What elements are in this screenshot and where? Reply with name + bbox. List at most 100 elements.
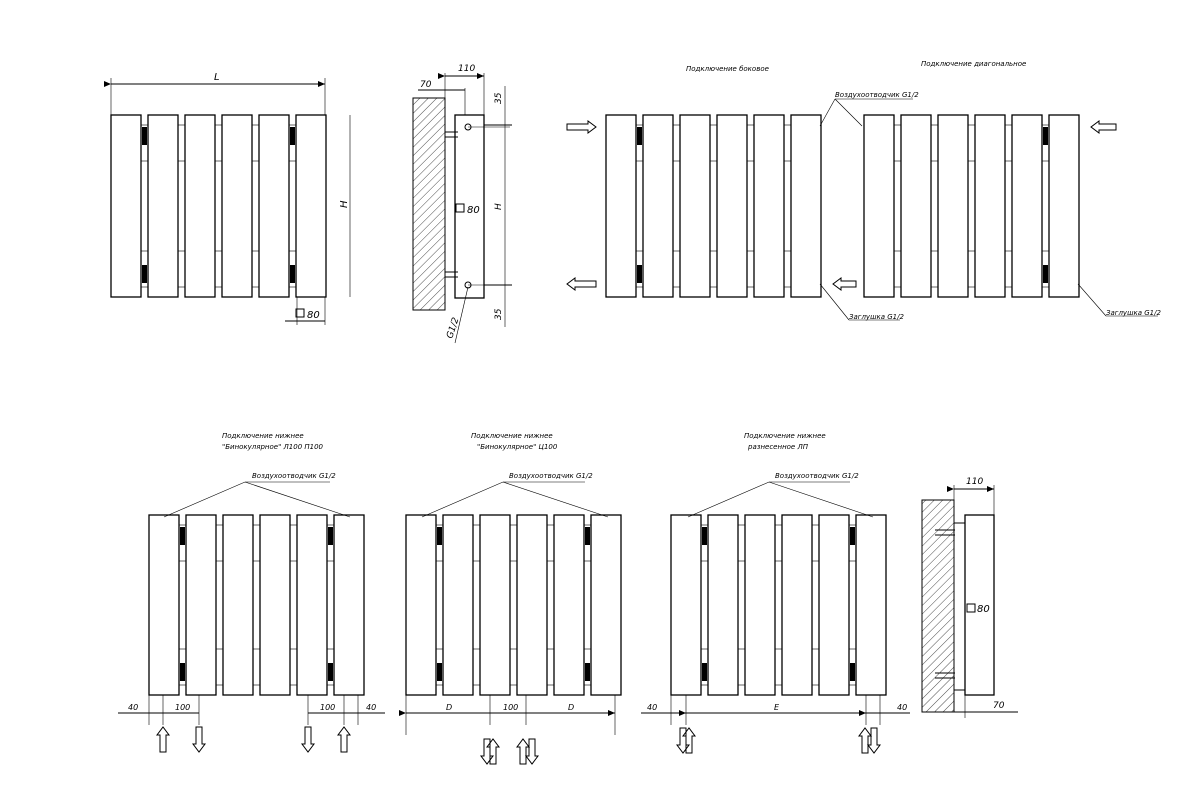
dim-70-label: 70 xyxy=(420,80,432,90)
flow-arrow-up xyxy=(858,727,872,754)
port-marker xyxy=(328,663,333,681)
radiator-section xyxy=(296,514,328,696)
bottom-3-title-line2: разнесенное ЛП xyxy=(747,443,809,451)
radiator-section xyxy=(222,514,254,696)
side-view-small: 110 80 70 xyxy=(921,477,1018,718)
radiator-sections xyxy=(110,114,327,298)
diagonal-connection-title: Подключение диагональное xyxy=(921,60,1026,68)
flow-arrows xyxy=(566,120,1117,291)
bottom-connection-view-3: Подключение нижнее разнесенное ЛП Воздух… xyxy=(641,432,910,754)
dim-D-label: D xyxy=(568,703,574,712)
port-marker xyxy=(180,663,185,681)
flow-arrow-down xyxy=(480,738,494,765)
bottom-3-title-line1: Подключение нижнее xyxy=(744,432,826,440)
radiator-section xyxy=(937,114,969,298)
flow-arrow-up xyxy=(486,738,500,765)
port-marker xyxy=(1043,127,1048,145)
port-marker xyxy=(142,127,147,145)
radiator-section xyxy=(333,514,365,696)
radiator-section xyxy=(110,114,142,298)
port-marker xyxy=(850,527,855,545)
air-vent-label: Воздухоотводчик G1/2 xyxy=(252,472,336,480)
dim-80-side-label: 80 xyxy=(467,205,480,216)
radiator-section xyxy=(479,514,511,696)
section-square-symbol xyxy=(966,603,976,613)
dim-35-bottom-label: 35 xyxy=(494,308,504,320)
radiator-section xyxy=(259,514,291,696)
radiator-section xyxy=(855,514,887,696)
radiator-section xyxy=(148,514,180,696)
radiator-section xyxy=(900,114,932,298)
dim-110-label: 110 xyxy=(458,64,475,74)
radiator-section xyxy=(185,514,217,696)
radiator-section xyxy=(295,114,327,298)
bottom-1-title-line2: "Бинокулярное" Л100 П100 xyxy=(222,443,324,451)
port-marker xyxy=(437,663,442,681)
bottom-connection-view-2: Подключение нижнее "Бинокулярное" Ц100 В… xyxy=(399,432,622,765)
side-diagonal-connection-view: Подключение боковое Подключение диагонал… xyxy=(566,60,1161,321)
dim-100-label: 100 xyxy=(175,703,190,712)
radiator-section xyxy=(716,114,748,298)
radiator-section xyxy=(442,514,474,696)
radiator-section xyxy=(605,114,637,298)
radiator-section xyxy=(781,514,813,696)
air-vent-label: Воздухоотводчик G1/2 xyxy=(509,472,593,480)
port-marker xyxy=(850,663,855,681)
radiator-section xyxy=(818,514,850,696)
port-marker xyxy=(180,527,185,545)
radiator-section xyxy=(707,514,739,696)
radiator-section xyxy=(221,114,253,298)
radiator-section xyxy=(516,514,548,696)
plug-label-2: Заглушка G1/2 xyxy=(1106,309,1161,317)
wall-hatch xyxy=(412,97,446,311)
radiator-section xyxy=(744,514,776,696)
dim-35-top-label: 35 xyxy=(494,92,504,104)
plug-label-1: Заглушка G1/2 xyxy=(849,313,904,321)
radiator-section xyxy=(863,114,895,298)
dim-40-label: 40 xyxy=(647,703,657,712)
radiator-section xyxy=(753,114,785,298)
radiator-sections xyxy=(670,514,887,696)
port-marker xyxy=(290,265,295,283)
port-marker xyxy=(290,127,295,145)
radiator-sections-left xyxy=(605,114,822,298)
dim-E-label: E xyxy=(774,703,780,712)
side-connection-title: Подключение боковое xyxy=(686,65,769,73)
dim-40-label: 40 xyxy=(366,703,376,712)
wall-hatch xyxy=(921,499,955,713)
flow-arrow-up xyxy=(682,727,696,754)
bottom-1-title-line1: Подключение нижнее xyxy=(222,432,304,440)
flow-arrow-up xyxy=(516,738,530,765)
radiator-section xyxy=(670,514,702,696)
dim-D-label: D xyxy=(446,703,452,712)
bottom-2-title-line1: Подключение нижнее xyxy=(471,432,553,440)
dim-40-label: 40 xyxy=(128,703,138,712)
dim-L-label: L xyxy=(214,72,220,83)
radiator-section xyxy=(553,514,585,696)
section-square-symbol xyxy=(295,308,305,318)
radiator-section xyxy=(679,114,711,298)
radiator-sections xyxy=(148,514,365,696)
port-marker xyxy=(142,265,147,283)
dim-100-label: 100 xyxy=(503,703,518,712)
radiator-section xyxy=(790,114,822,298)
radiator-section xyxy=(405,514,437,696)
port-marker xyxy=(702,663,707,681)
radiator-side-profile xyxy=(964,514,995,696)
flow-arrow-down xyxy=(192,726,206,753)
flow-arrow-down xyxy=(301,726,315,753)
flow-arrow-down xyxy=(525,738,539,765)
radiator-section xyxy=(1011,114,1043,298)
dim-40-label: 40 xyxy=(897,703,907,712)
port-marker xyxy=(328,527,333,545)
port-marker xyxy=(702,527,707,545)
dim-H-label: H xyxy=(339,200,350,208)
radiator-section xyxy=(642,114,674,298)
port-marker xyxy=(637,265,642,283)
bottom-connection-view-1: Подключение нижнее "Бинокулярное" Л100 П… xyxy=(118,432,385,753)
radiator-section xyxy=(590,514,622,696)
bottom-2-title-line2: "Бинокулярное" Ц100 xyxy=(477,443,558,451)
flow-arrow-up xyxy=(156,726,170,753)
radiator-side-profile xyxy=(454,114,485,299)
